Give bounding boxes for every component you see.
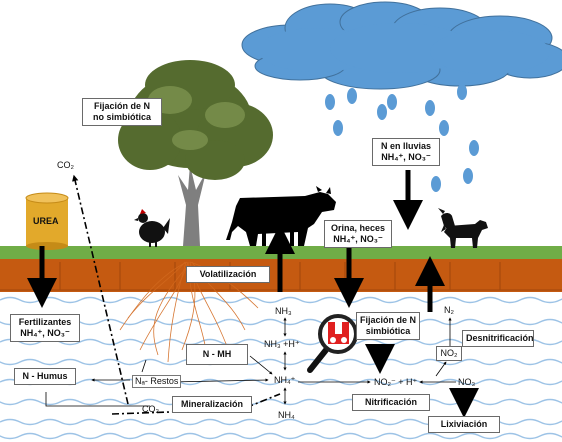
label-n-residues: Nₐ- Restos (132, 375, 182, 388)
groundwater-waves (0, 296, 562, 440)
rain-drop-icon (347, 88, 357, 104)
label-nh3-h: NH₃ +H⁺ (264, 339, 300, 349)
rain-drop-icon (463, 168, 473, 184)
rain-drop-icon (439, 120, 449, 136)
rain-drop-icon (377, 104, 387, 120)
rain-drop-icon (425, 100, 435, 116)
box-fertilizers-line1: Fertilizantes (18, 317, 72, 327)
box-mineralization: Mineralización (172, 396, 252, 413)
box-urine-feces-line2: NH₄⁺, NO₃⁻ (333, 234, 383, 244)
rain-drop-icon (457, 84, 467, 100)
label-co2-bottom: CO₂ (142, 404, 159, 414)
arrow-no2-no2box (435, 361, 447, 377)
box-n-mh: N - MH (186, 344, 248, 365)
line-residues-roots (141, 359, 147, 373)
box-symbiotic-fixation: Fijación de N simbiótica (356, 312, 420, 340)
box-rain-n-line1: N en lluvias (380, 141, 432, 151)
arrow-residues-nh4 (169, 378, 269, 383)
box-fertilizers-line2: NH₄⁺, NO₃⁻ (20, 328, 70, 338)
box-fixation-nonsymbiotic-line2: no simbiótica (92, 112, 151, 122)
rain-drop-icons (325, 84, 479, 192)
rain-drop-icon (431, 176, 441, 192)
box-denitrification: Desnitrificación (462, 330, 534, 347)
box-volatilization: Volatilización (186, 266, 270, 283)
box-nitrification: Nitrificación (352, 394, 430, 411)
box-rain-n-line2: NH₄⁺, NO₃⁻ (381, 152, 431, 162)
hen-icon (134, 209, 170, 247)
label-nh3: NH₃ (275, 306, 292, 316)
cloud-icon (241, 1, 562, 90)
box-rain-n: N en lluvias NH₄⁺, NO₃⁻ (372, 138, 440, 166)
label-no3: NO₃ (458, 377, 476, 387)
label-no2-h: NO₂⁻ + H⁺ (374, 377, 418, 387)
label-nh4-bottom: NH₄ (278, 410, 295, 420)
urea-barrel-icon (25, 192, 69, 250)
rain-drop-icon (333, 120, 343, 136)
label-n2: N₂ (444, 305, 454, 315)
rain-drop-icon (325, 94, 335, 110)
box-fixation-nonsymbiotic-line1: Fijación de N (93, 101, 150, 111)
box-no2: NO₂ (436, 346, 462, 361)
arrow-co2-up (72, 174, 129, 405)
goat-icon (438, 208, 488, 248)
magnifier-icon (307, 314, 358, 373)
line-humus-co2 (45, 392, 150, 407)
box-n-humus: N - Humus (14, 368, 76, 385)
box-urine-feces: Orina, heces NH₄⁺, NO₃⁻ (324, 220, 392, 248)
arrow-mh-nh4 (249, 355, 273, 375)
box-fertilizers: Fertilizantes NH₄⁺, NO₃⁻ (10, 314, 80, 342)
rain-drop-icon (387, 94, 397, 110)
box-symbiotic-fixation-line2: simbiótica (365, 326, 411, 336)
box-symbiotic-fixation-line1: Fijación de N (360, 315, 417, 325)
box-leaching: Lixiviación (428, 416, 500, 433)
rain-drop-icon (469, 140, 479, 156)
cow-icon (226, 186, 336, 246)
label-nh4: NH₄⁺ (274, 375, 296, 385)
label-co2-top: CO₂ (57, 160, 74, 170)
label-urea: UREA (33, 216, 59, 226)
box-fixation-nonsymbiotic: Fijación de N no simbiótica (82, 98, 162, 126)
box-urine-feces-line1: Orina, heces (330, 223, 386, 233)
